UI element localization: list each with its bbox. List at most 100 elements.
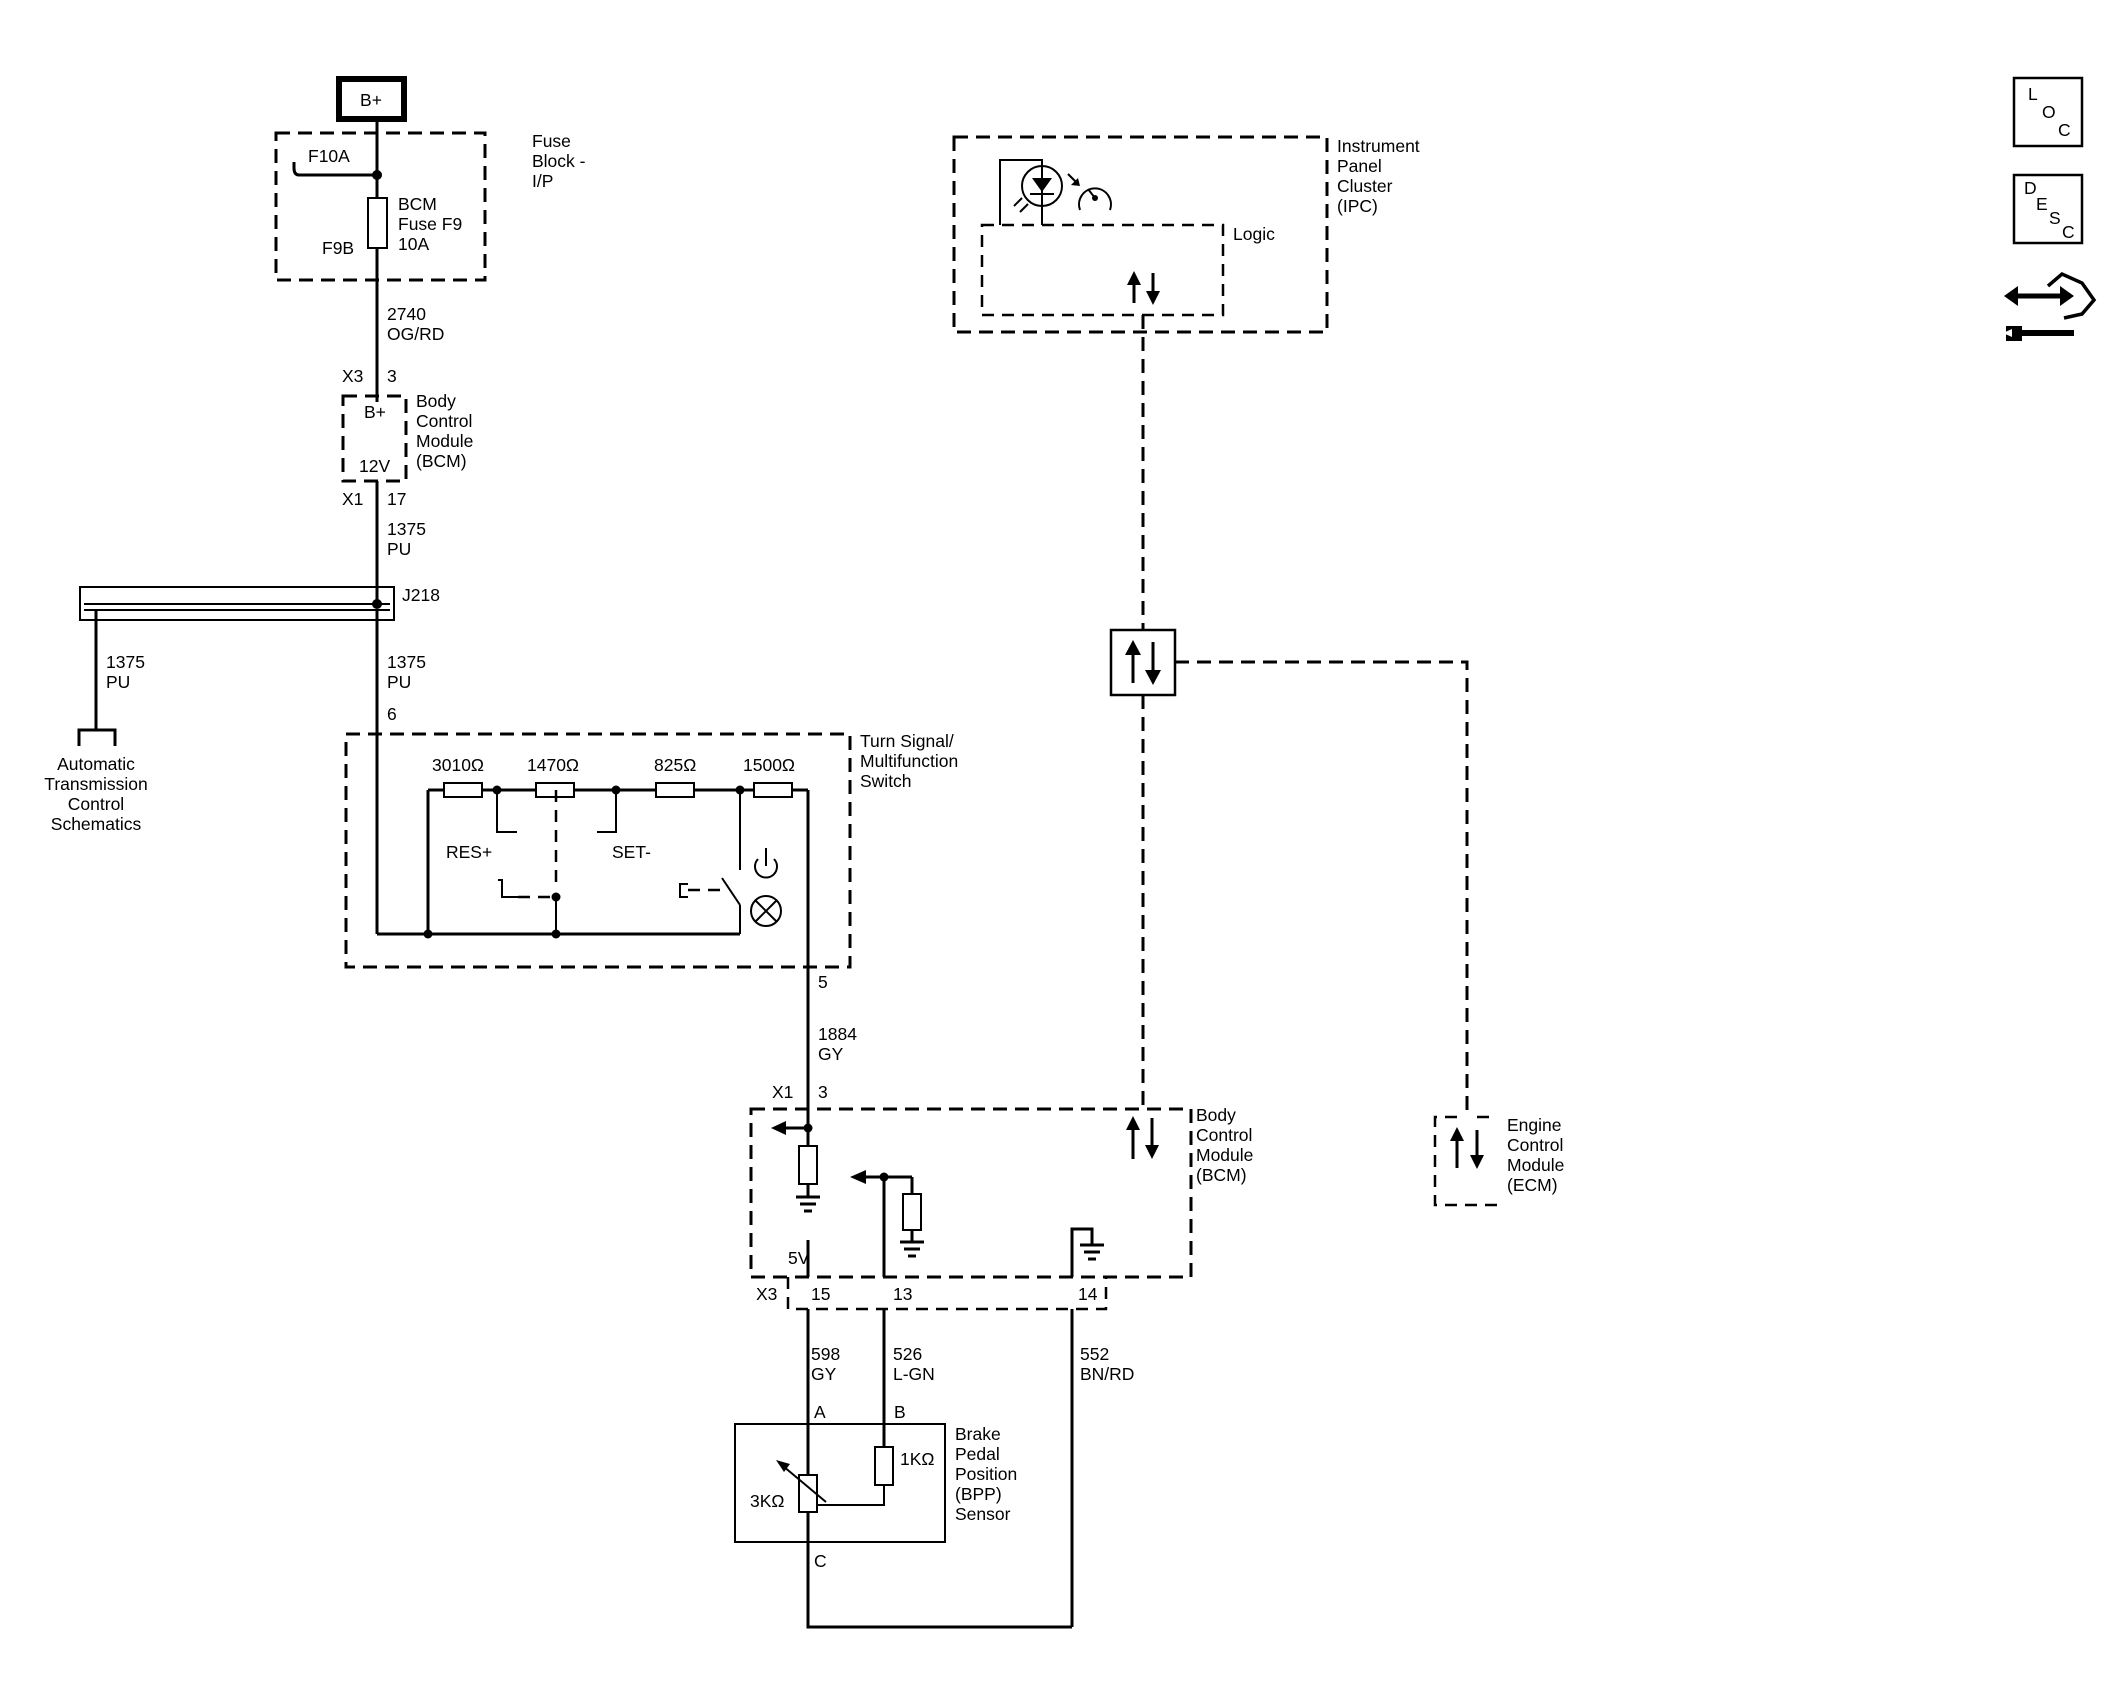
ecm-name-4: (ECM): [1507, 1175, 1558, 1195]
switch-pin-out: 5: [818, 972, 828, 992]
ground-icon: [1080, 1243, 1104, 1261]
bpp-r-small: 1KΩ: [900, 1449, 935, 1469]
wire-526-color: L-GN: [893, 1364, 935, 1384]
ipc-name-2: Panel: [1337, 156, 1382, 176]
bpp-name-5: Sensor: [955, 1504, 1011, 1524]
bcm-bottom-name-4: (BCM): [1196, 1165, 1247, 1185]
bpp-name-2: Pedal: [955, 1444, 1000, 1464]
switch-name-2: Multifunction: [860, 751, 958, 771]
bcm-bottom-pin-13: 13: [893, 1284, 912, 1304]
bcm-bottom-5v: 5V: [788, 1248, 810, 1268]
wire-552-color: BN/RD: [1080, 1364, 1134, 1384]
bcm-fuse-line-1: BCM: [398, 194, 437, 214]
bcm-bottom-name-1: Body: [1196, 1105, 1236, 1125]
atc-name-2: Transmission: [44, 774, 147, 794]
component-location-button[interactable]: L O C: [2012, 76, 2084, 148]
bcm-bottom-pin-14: 14: [1078, 1284, 1098, 1304]
wire-526-number: 526: [893, 1344, 922, 1364]
instrument-panel-cluster: Instrument Panel Cluster (IPC) Logic: [952, 135, 1420, 334]
loc-letter-3: C: [2058, 120, 2071, 140]
engine-control-module: Engine Control Module (ECM): [1433, 1115, 1564, 1207]
description-operation-button[interactable]: D E S C: [2012, 173, 2084, 245]
switch-pin-in: 6: [387, 704, 397, 724]
bcm-bottom-connector-top: X1: [772, 1082, 793, 1102]
bpp-name-4: (BPP): [955, 1484, 1002, 1504]
bcm-top-label-out: 12V: [359, 456, 390, 476]
wire-1375-a-number: 1375: [387, 519, 426, 539]
fuse-block-name-1: Fuse: [532, 131, 571, 151]
bcm-bottom-name-3: Module: [1196, 1145, 1253, 1165]
indicator-lamp-icon: [750, 895, 782, 927]
bcm-top-pin-in: 3: [387, 366, 397, 386]
bpp-r-main: 3KΩ: [750, 1491, 785, 1511]
wire-1375-b-number: 1375: [106, 652, 145, 672]
bcm-input-module: X1 3: [749, 1082, 1253, 1279]
atc-name-1: Automatic: [57, 754, 135, 774]
wire-1375-b-color: PU: [106, 672, 130, 692]
atc-name-4: Schematics: [51, 814, 142, 834]
wire-598-number: 598: [811, 1344, 840, 1364]
fuse-block-name-3: I/P: [532, 171, 553, 191]
bpp-name-3: Position: [955, 1464, 1017, 1484]
wire-2740-color: OG/RD: [387, 324, 444, 344]
led-indicator-icon: [1013, 165, 1063, 213]
wire-598-color: GY: [811, 1364, 837, 1384]
wire-1884-number: 1884: [818, 1024, 857, 1044]
wire-2740-number: 2740: [387, 304, 426, 324]
desc-letter-2: E: [2036, 194, 2048, 214]
wire-598: 598 GY: [806, 1309, 840, 1424]
bcm-power-module: X3 3 B+ 12V X1 17 Body Control Module (B…: [341, 366, 473, 509]
wire-2740: 2740 OG/RD: [375, 280, 444, 396]
serial-data-arrows-icon: [1127, 271, 1160, 305]
bcm-bottom-pin-top: 3: [818, 1082, 828, 1102]
splice-label: J218: [402, 585, 440, 605]
data-link-splice: [1109, 628, 1177, 697]
power-label: B+: [360, 90, 382, 110]
ecm-name-1: Engine: [1507, 1115, 1562, 1135]
switch-resistor-1: 3010Ω: [432, 755, 484, 775]
battery-power-source: B+: [336, 76, 407, 122]
bcm-top-name-3: Module: [416, 431, 473, 451]
bcm-top-name-1: Body: [416, 391, 456, 411]
fuse-f10a-label: F10A: [308, 146, 350, 166]
switch-resistor-2: 1470Ω: [527, 755, 579, 775]
bcm-bottom-connector-bottom: X3: [756, 1284, 777, 1304]
bcm-fuse-line-3: 10A: [398, 234, 429, 254]
ipc-logic-label: Logic: [1233, 224, 1275, 244]
wire-552-number: 552: [1080, 1344, 1109, 1364]
bpp-pin-b: B: [894, 1402, 906, 1422]
diagnostic-repair-icon[interactable]: [2003, 271, 2097, 341]
bcm-top-name-4: (BCM): [416, 451, 467, 471]
switch-res-plus: RES+: [446, 842, 492, 862]
serial-data-arrows-icon: [1450, 1127, 1484, 1169]
switch-resistor-3: 825Ω: [654, 755, 696, 775]
ipc-name-4: (IPC): [1337, 196, 1378, 216]
wire-1884: 5 1884 GY: [806, 967, 857, 1109]
wire-1375-lower: 1375 PU 6: [375, 610, 426, 934]
bcm-fuse-line-2: Fuse F9: [398, 214, 462, 234]
wire-1375-a-color: PU: [387, 539, 411, 559]
ipc-name-3: Cluster: [1337, 176, 1393, 196]
fuse-block: F10A F9B BCM Fuse F9 10A Fuse Block - I/…: [274, 119, 586, 282]
fuse-f9b-label: F9B: [322, 238, 354, 258]
bcm-bottom-pin-15: 15: [811, 1284, 830, 1304]
turn-signal-multifunction-switch: Turn Signal/ Multifunction Switch 3010Ω …: [344, 731, 958, 969]
desc-letter-4: C: [2062, 222, 2075, 242]
bcm-top-pin-out: 17: [387, 489, 406, 509]
bcm-top-label-in: B+: [364, 402, 386, 422]
wire-1375-c-number: 1375: [387, 652, 426, 672]
bcm-top-name-2: Control: [416, 411, 472, 431]
atc-name-3: Control: [68, 794, 124, 814]
ground-icon: [900, 1240, 924, 1258]
loc-letter-1: L: [2028, 84, 2038, 104]
automatic-transmission-control-link[interactable]: Automatic Transmission Control Schematic…: [44, 754, 147, 834]
switch-name-3: Switch: [860, 771, 912, 791]
wire-526: 526 L-GN: [882, 1309, 935, 1424]
bpp-pin-c: C: [814, 1551, 827, 1571]
bcm-x3-connector: X3 15 13 14: [756, 1277, 1108, 1311]
wire-1884-color: GY: [818, 1044, 844, 1064]
wire-552: 552 BN/RD: [806, 1309, 1134, 1629]
speedometer-gauge-icon: [1067, 173, 1112, 211]
switch-resistor-4: 1500Ω: [743, 755, 795, 775]
